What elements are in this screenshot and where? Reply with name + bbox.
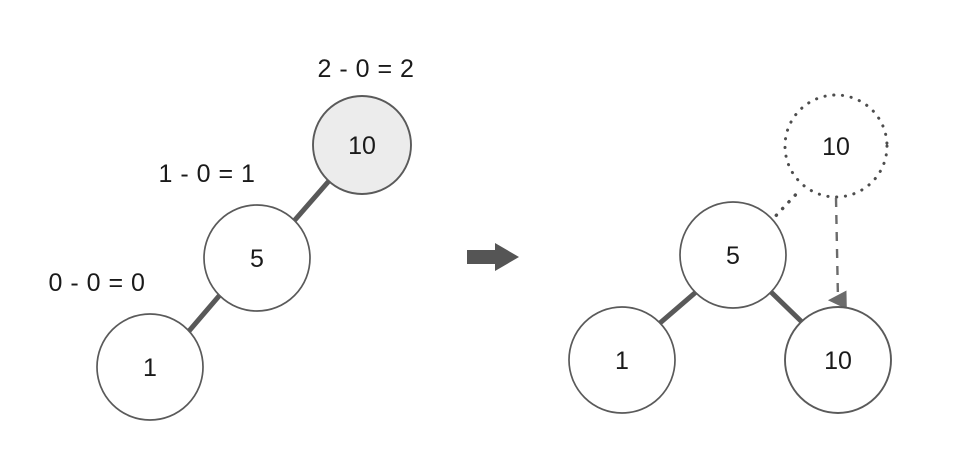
before-node-10-circle (312, 95, 412, 195)
balance-label-node-1: 0 - 0 = 0 (49, 269, 146, 297)
before-node-1-label: 1 (143, 354, 157, 382)
after-node-5-label: 5 (726, 242, 740, 270)
before-node-1[interactable]: 1 (96, 313, 204, 421)
balance-label-node-5: 1 - 0 = 1 (159, 160, 256, 188)
right-edge-5-to-1 (657, 289, 699, 326)
after-node-1-circle (568, 306, 676, 414)
after-node-10-ghost-label: 10 (822, 133, 850, 161)
before-node-10-highlighted[interactable]: 10 (312, 95, 412, 195)
left-edge-1-to-5 (186, 293, 222, 334)
transform-arrow-icon (467, 243, 519, 271)
after-node-1[interactable]: 1 (568, 306, 676, 414)
right-edge-5-to-ghost-10 (768, 187, 803, 224)
after-node-10[interactable]: 10 (784, 306, 892, 414)
after-node-5[interactable]: 5 (679, 201, 787, 309)
right-arrow-icon (467, 243, 519, 271)
right-edge-5-to-10 (768, 289, 807, 327)
rotation-move-arrow (827, 197, 847, 310)
before-node-1-circle (96, 313, 204, 421)
after-node-1-label: 1 (615, 347, 629, 375)
after-node-5-circle (679, 201, 787, 309)
left-edge-5-to-10 (291, 179, 331, 224)
after-node-10-ghost-circle (783, 93, 889, 199)
before-node-10-label: 10 (348, 132, 376, 160)
after-tree-group: 10 1 5 10 (568, 93, 892, 414)
balance-label-node-10: 2 - 0 = 2 (318, 55, 415, 83)
after-node-10-circle (784, 306, 892, 414)
before-node-5-circle (203, 204, 311, 312)
before-node-5-label: 5 (250, 245, 264, 273)
before-tree-group: 1 5 10 0 - 0 = 0 1 - 0 = 1 2 - 0 = 2 (49, 55, 415, 421)
after-node-10-label: 10 (824, 347, 852, 375)
before-node-5[interactable]: 5 (203, 204, 311, 312)
after-node-10-ghost[interactable]: 10 (783, 93, 889, 199)
